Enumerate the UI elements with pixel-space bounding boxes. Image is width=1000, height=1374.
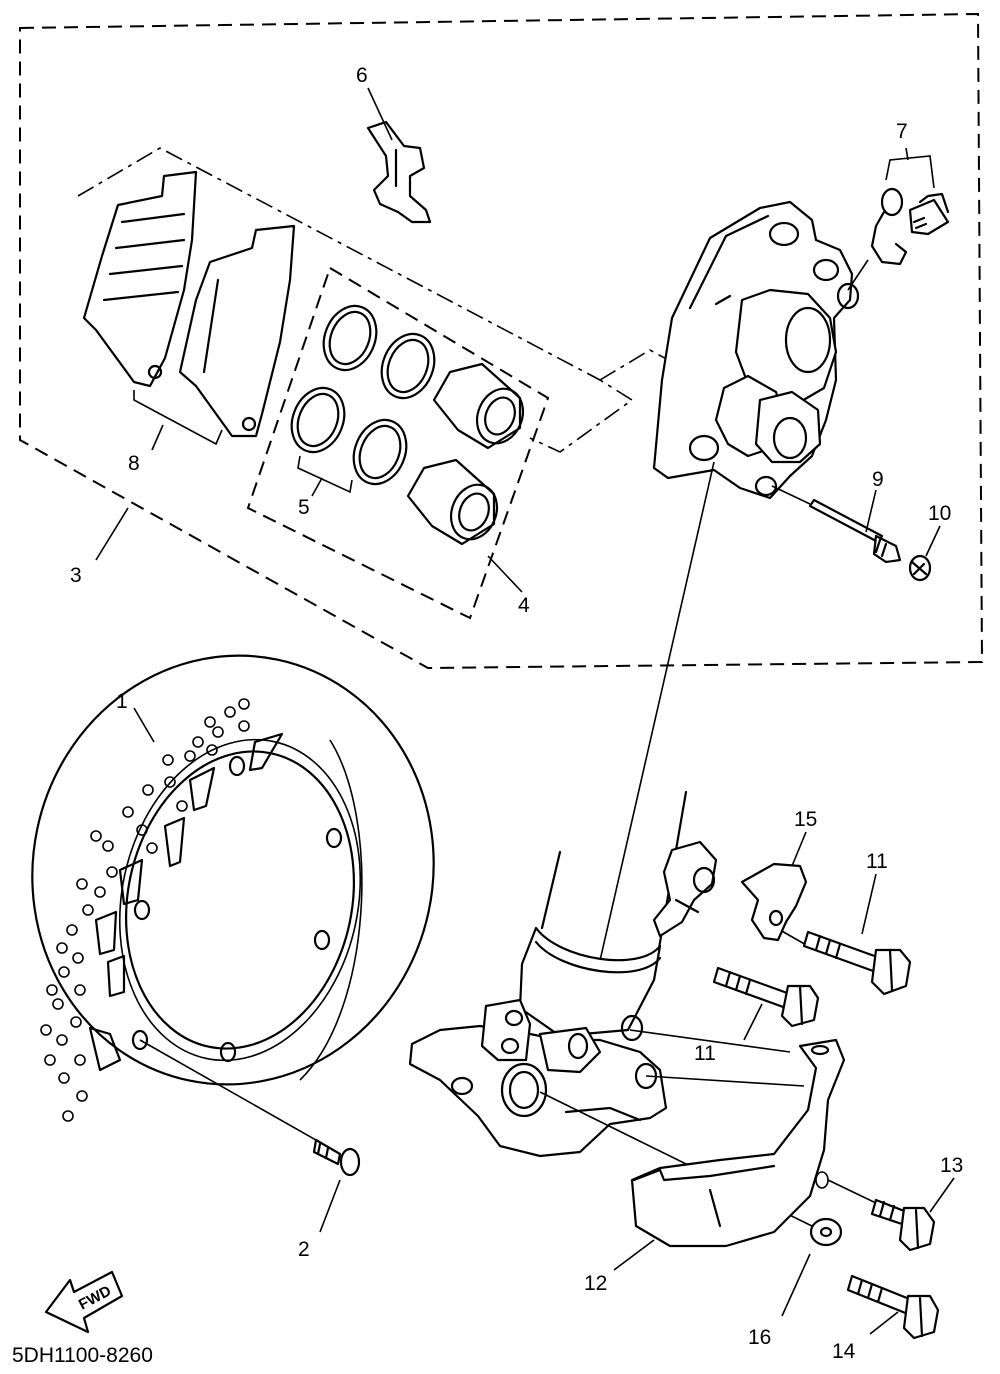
disc-mount-holes: [131, 755, 343, 1063]
leader-10: [925, 525, 941, 557]
caliper-slide-pin: [808, 498, 902, 564]
callout-9: 9: [872, 468, 884, 491]
pad-spring: [366, 120, 432, 224]
leader-6: [367, 87, 393, 141]
leader-14: [869, 1311, 899, 1335]
callout-5: 5: [298, 496, 310, 519]
callout-8: 8: [128, 452, 140, 475]
disc-slots: [88, 732, 284, 1072]
bleed-screw-set: [870, 187, 950, 266]
leader-8: [133, 390, 223, 446]
callout-16: 16: [748, 1326, 771, 1349]
caliper-assembly-boundary: [19, 12, 984, 670]
disc-drill-holes: [40, 698, 250, 1122]
leader-2: [319, 1179, 341, 1233]
callout-14: 14: [832, 1340, 856, 1363]
leader-3: [95, 507, 129, 561]
callout-12: 12: [584, 1272, 607, 1295]
piston-kit-boundary: [246, 266, 550, 620]
callout-11b: 11: [694, 1042, 716, 1065]
callout-15: 15: [794, 808, 817, 831]
cable-guide: [740, 862, 808, 942]
disc-bolt: [312, 1138, 361, 1177]
leader-11a: [861, 873, 877, 935]
piston-seal-set: [290, 304, 436, 486]
leader-9: [865, 489, 877, 533]
callout-6: 6: [356, 64, 368, 87]
leader-12: [613, 1239, 655, 1271]
fork-mount-axis-upper: [629, 1029, 791, 1053]
brake-caliper-body: [652, 200, 860, 500]
callout-3: 3: [70, 564, 82, 587]
fwd-arrow-icon: FWD: [44, 1270, 124, 1334]
brake-pad-plane: [77, 147, 634, 453]
brake-pad-inner: [178, 224, 296, 438]
flange-bolt-upper: [802, 930, 912, 996]
brake-pad-outer: [82, 170, 198, 388]
callout-13: 13: [940, 1154, 963, 1177]
callout-7: 7: [896, 120, 908, 143]
callout-4: 4: [518, 594, 530, 617]
brake-disc: [31, 654, 435, 1122]
brake-piston-set: [406, 362, 525, 546]
drawing-code: 5DH1100-8260: [12, 1344, 153, 1367]
fork-mount-axis-lower: [645, 1075, 805, 1087]
callout-2: 2: [298, 1238, 310, 1261]
guard-bolt-upper: [870, 1198, 936, 1252]
guard-bolt-lower: [846, 1274, 940, 1340]
caliper-mount-axis: [579, 461, 715, 1049]
leader-4: [487, 555, 523, 593]
callout-1: 1: [116, 690, 128, 713]
callout-11a: 11: [866, 850, 888, 873]
leader-1: [133, 707, 155, 743]
front-fork-leg: [408, 790, 718, 1158]
leader-5: [297, 455, 353, 494]
flange-bolt-lower: [712, 966, 820, 1028]
leader-7: [885, 155, 935, 189]
washer: [809, 1217, 843, 1247]
leader-15: [791, 831, 807, 867]
leader-11b: [743, 1003, 763, 1041]
callout-10: 10: [928, 502, 951, 525]
caliper-guard: [630, 1038, 846, 1248]
pin-plug: [908, 554, 932, 582]
leader-16: [781, 1253, 811, 1317]
disc-bolt-axis: [139, 1039, 331, 1149]
leader-13: [929, 1177, 955, 1213]
